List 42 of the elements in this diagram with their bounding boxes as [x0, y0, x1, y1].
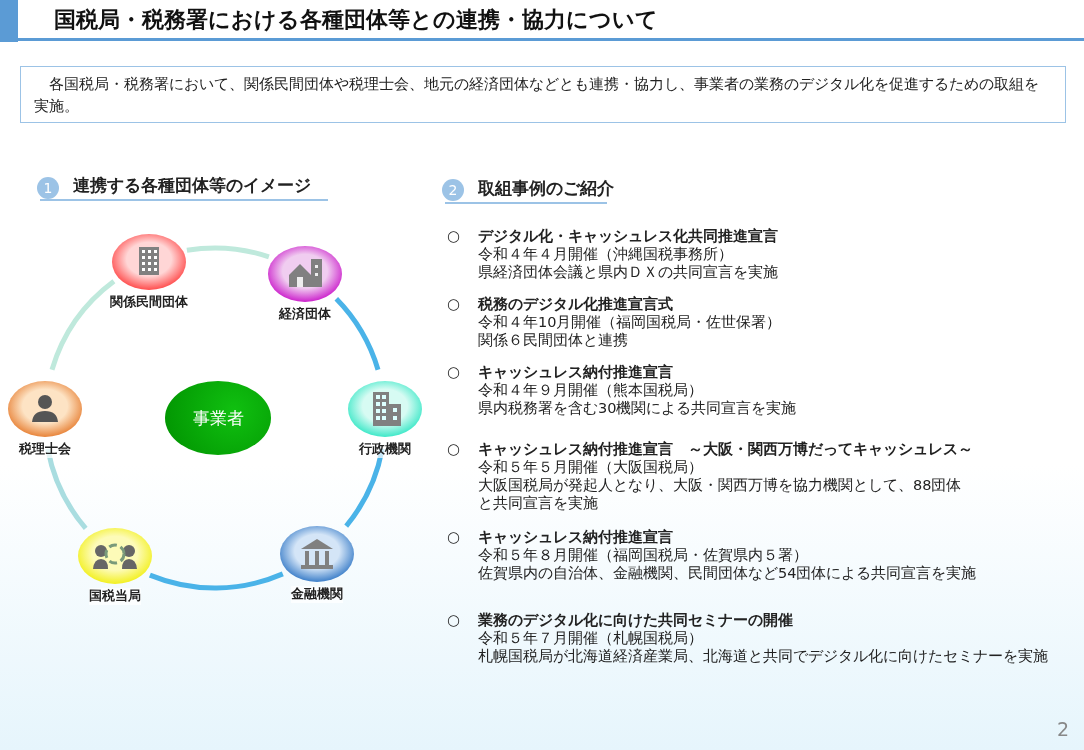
center-ellipse: 事業者 — [165, 381, 271, 455]
case-description: 札幌国税局が北海道経済産業局、北海道と共同でデジタル化に向けたセミナーを実施 — [478, 647, 1048, 665]
case-description: 県内税務署を含む30機関による共同宣言を実施 — [478, 399, 797, 417]
case-description: 佐賀県内の自治体、金融機関、民間団体など54団体による共同宣言を実施 — [478, 564, 977, 582]
case-date: 令和４年10月開催（福岡国税局・佐世保署） — [478, 313, 782, 331]
case-date: 令和４年９月開催（熊本国税局） — [478, 381, 703, 399]
node-label: 税理士会 — [19, 441, 72, 459]
node-label: 経済団体 — [279, 305, 332, 323]
case-date: 令和４年４月開催（沖縄国税事務所） — [478, 245, 733, 263]
node-label: 金融機関 — [291, 585, 344, 603]
case-date: 令和５年７月開催（札幌国税局） — [478, 629, 703, 647]
intro-box: 各国税局・税務署において、関係民間団体や税理士会、地元の経済団体などとも連携・協力し、事業者の業務のデジタル化を促進するための取組を実施。 — [20, 66, 1066, 123]
number-badge: 2 — [442, 179, 464, 201]
case-title: キャッシュレス納付推進宣言 — [478, 363, 673, 381]
page-title: 国税局・税務署における各種団体等との連携・協力について — [54, 6, 658, 34]
bullet: ○ — [447, 227, 461, 245]
number-badge: 1 — [37, 177, 59, 199]
case-description: 大阪国税局が発起人となり、大阪・関西万博を協力機関として、88団体と共同宣言を実施 — [478, 476, 963, 512]
bullet: ○ — [447, 295, 461, 313]
node-label: 行政機関 — [358, 441, 411, 459]
case-title: 業務のデジタル化に向けた共同セミナーの開催 — [478, 611, 793, 629]
ring-arc — [149, 571, 284, 591]
bullet: ○ — [447, 528, 461, 546]
case-title: 税務のデジタル化推進宣言式 — [478, 295, 673, 313]
bullet: ○ — [447, 440, 461, 458]
node-label: 関係民間団体 — [109, 293, 188, 311]
ring-arc — [49, 279, 116, 371]
case-date: 令和５年５月開催（大阪国税局） — [478, 458, 703, 476]
section-heading: 連携する各種団体等のイメージ — [73, 176, 311, 194]
case-title: キャッシュレス納付推進宣言 ～大阪・関西万博だってキャッシュレス～ — [478, 440, 973, 458]
section-heading: 取組事例のご紹介 — [478, 179, 614, 197]
case-description: 県経済団体会議と県内ＤＸの共同宣言を実施 — [478, 263, 778, 281]
node-label: 国税当局 — [89, 587, 142, 605]
page-number: 2 — [1057, 720, 1070, 738]
bullet: ○ — [447, 363, 461, 381]
case-title: キャッシュレス納付推進宣言 — [478, 528, 673, 546]
case-description: 関係６民間団体と連携 — [478, 331, 628, 349]
ring-arc — [334, 297, 381, 371]
bullet: ○ — [447, 611, 461, 629]
case-title: デジタル化・キャッシュレス化共同推進宣言 — [478, 227, 778, 245]
ring-arc — [186, 245, 270, 260]
case-date: 令和５年８月開催（福岡国税局・佐賀県内５署） — [478, 546, 808, 564]
